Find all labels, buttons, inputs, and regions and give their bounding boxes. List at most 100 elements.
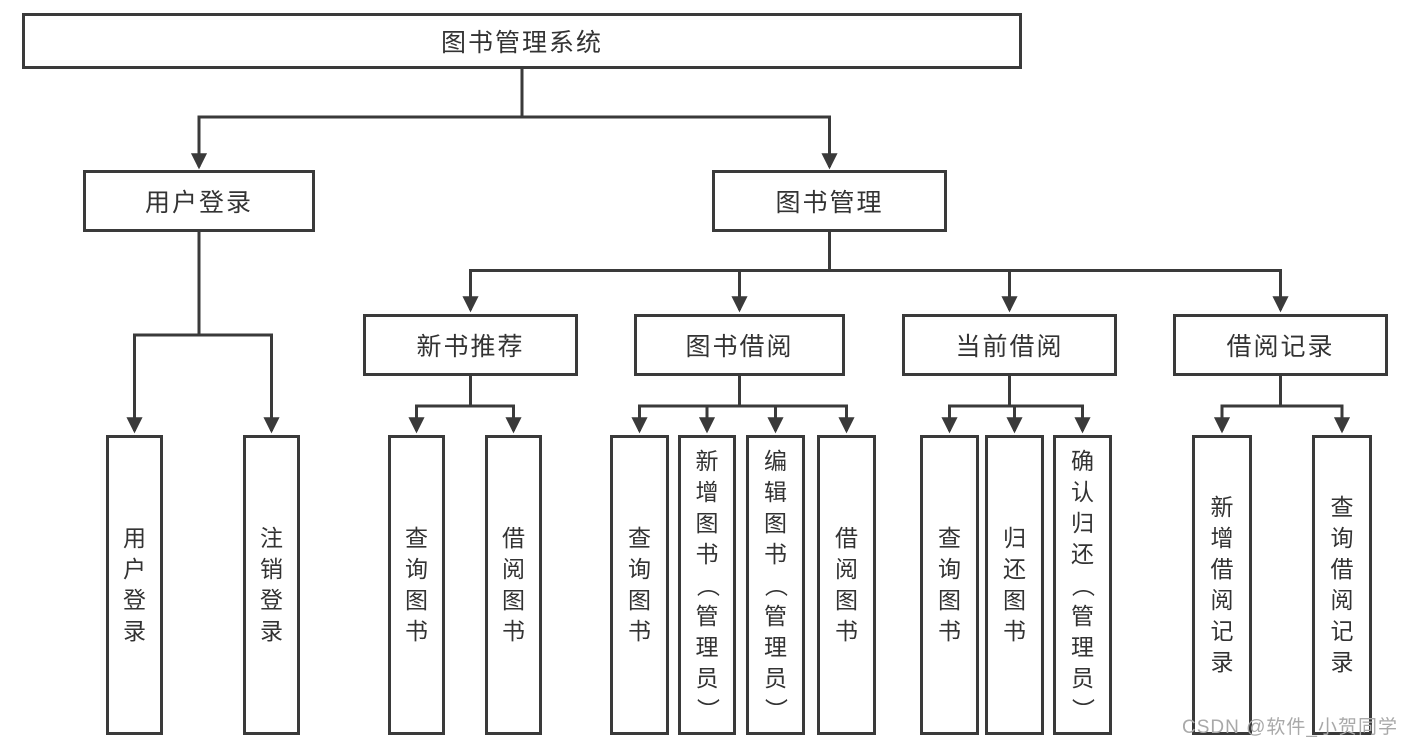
vertical-char: 登 [123, 587, 146, 613]
connector-book-mgmt-branch [462, 232, 1289, 313]
vertical-char: 询 [938, 556, 961, 582]
connector-user-login-branch [126, 232, 280, 434]
watermark: CSDN @软件_小贺同学 [1182, 717, 1398, 738]
leaf-newbook-borrow-books-label: 借阅图书 [502, 527, 525, 643]
vertical-char: 管 [764, 602, 787, 629]
leaf-newbook-query-books-label: 查询图书 [405, 527, 428, 643]
connector-borrow-records-branch [1213, 376, 1351, 434]
vertical-char: 理 [695, 633, 719, 660]
node-root: 图书管理系统 [22, 13, 1022, 69]
leaf-current-query-books-label: 查询图书 [938, 527, 961, 643]
vertical-char: 借 [1330, 556, 1354, 582]
node-current-borrow: 当前借阅 [902, 314, 1117, 376]
vertical-char: 图 [1003, 587, 1026, 613]
vertical-char: 员 [764, 664, 787, 691]
vertical-char: 记 [1330, 618, 1354, 644]
leaf-current-return-books: 归还图书 [985, 435, 1044, 735]
vertical-char: 书 [405, 618, 428, 644]
vertical-char: 书 [628, 618, 651, 644]
node-book-mgmt: 图书管理 [712, 170, 947, 232]
vertical-char: 用 [123, 525, 146, 551]
vertical-char: 书 [764, 540, 787, 567]
vertical-char: 理 [1071, 633, 1094, 660]
vertical-char: 录 [123, 618, 146, 644]
vertical-char: 阅 [1210, 587, 1234, 613]
vertical-char: 阅 [835, 556, 858, 582]
vertical-char: 录 [1330, 649, 1354, 675]
vertical-char: 归 [1071, 509, 1094, 536]
vertical-char: 询 [1330, 525, 1354, 551]
connector-current-borrow-branch [941, 376, 1091, 434]
vertical-char: 理 [764, 633, 787, 660]
node-current-borrow-label: 当前借阅 [955, 333, 1064, 361]
vertical-char: ） [1070, 697, 1096, 721]
vertical-char: 书 [1003, 618, 1026, 644]
leaf-borrow-add-book-admin: 新增图书（管理员） [678, 435, 736, 735]
vertical-char: ） [763, 697, 789, 721]
leaf-user-login-label: 用户登录 [123, 527, 146, 643]
vertical-char: 辑 [764, 478, 787, 505]
vertical-char: 认 [1071, 478, 1094, 505]
leaf-records-add-record-label: 新增借阅记录 [1211, 496, 1234, 674]
vertical-char: 管 [695, 602, 719, 629]
node-borrow-records-label: 借阅记录 [1226, 333, 1335, 361]
vertical-char: 书 [835, 618, 858, 644]
leaf-borrow-borrow-books: 借阅图书 [817, 435, 876, 735]
leaf-borrow-query-books-label: 查询图书 [628, 527, 651, 643]
vertical-char: （ [1070, 573, 1096, 597]
vertical-char: 询 [628, 556, 651, 582]
node-new-book-recommend-label: 新书推荐 [416, 333, 525, 361]
vertical-char: 借 [1210, 556, 1234, 582]
leaf-logout-label: 注销登录 [260, 527, 283, 643]
node-borrow-records: 借阅记录 [1173, 314, 1388, 376]
vertical-char: 书 [502, 618, 525, 644]
vertical-char: 管 [1071, 602, 1094, 629]
vertical-char: （ [694, 573, 721, 597]
leaf-current-query-books: 查询图书 [920, 435, 979, 735]
leaf-current-confirm-return-admin-label: 确认归还 （ 管理员 ） [1070, 447, 1096, 721]
leaf-borrow-query-books: 查询图书 [610, 435, 669, 735]
vertical-char: 查 [1330, 494, 1354, 520]
vertical-char: 录 [1210, 649, 1234, 675]
vertical-char: 询 [405, 556, 428, 582]
vertical-char: 图 [938, 587, 961, 613]
vertical-char: 确 [1071, 447, 1094, 474]
leaf-borrow-edit-book-admin-label: 编辑图书（管理员） [763, 447, 789, 721]
node-user-login: 用户登录 [83, 170, 315, 232]
leaf-borrow-borrow-books-label: 借阅图书 [835, 527, 858, 643]
vertical-char: 员 [1071, 664, 1094, 691]
vertical-char: ） [694, 697, 721, 721]
vertical-char: 图 [628, 587, 651, 613]
leaf-user-login: 用户登录 [106, 435, 163, 735]
vertical-char: 还 [1071, 540, 1094, 567]
vertical-char: 图 [835, 587, 858, 613]
vertical-char: 书 [695, 540, 719, 567]
vertical-char: 阅 [502, 556, 525, 582]
vertical-char: 图 [502, 587, 525, 613]
node-book-borrow-label: 图书借阅 [685, 333, 794, 361]
leaf-records-query-record: 查询借阅记录 [1312, 435, 1372, 735]
vertical-char: 借 [502, 525, 525, 551]
vertical-char: 员 [695, 664, 719, 691]
vertical-char: 查 [938, 525, 961, 551]
vertical-char: 书 [938, 618, 961, 644]
vertical-char: 还 [1003, 556, 1026, 582]
vertical-char: 记 [1210, 618, 1234, 644]
vertical-char: 户 [123, 556, 146, 582]
leaf-newbook-borrow-books: 借阅图书 [485, 435, 542, 735]
node-user-login-label: 用户登录 [144, 189, 253, 217]
vertical-char: 图 [405, 587, 428, 613]
vertical-char: 注 [260, 525, 283, 551]
leaf-current-confirm-return-admin: 确认归还 （ 管理员 ） [1053, 435, 1112, 735]
node-new-book-recommend: 新书推荐 [363, 314, 578, 376]
leaf-current-return-books-label: 归还图书 [1003, 527, 1026, 643]
vertical-char: 增 [1210, 525, 1234, 551]
vertical-char: 查 [628, 525, 651, 551]
vertical-char: 录 [260, 618, 283, 644]
node-root-label: 图书管理系统 [440, 29, 603, 57]
vertical-char: 编 [764, 447, 787, 474]
vertical-char: 归 [1003, 525, 1026, 551]
vertical-char: 查 [405, 525, 428, 551]
leaf-newbook-query-books: 查询图书 [388, 435, 445, 735]
